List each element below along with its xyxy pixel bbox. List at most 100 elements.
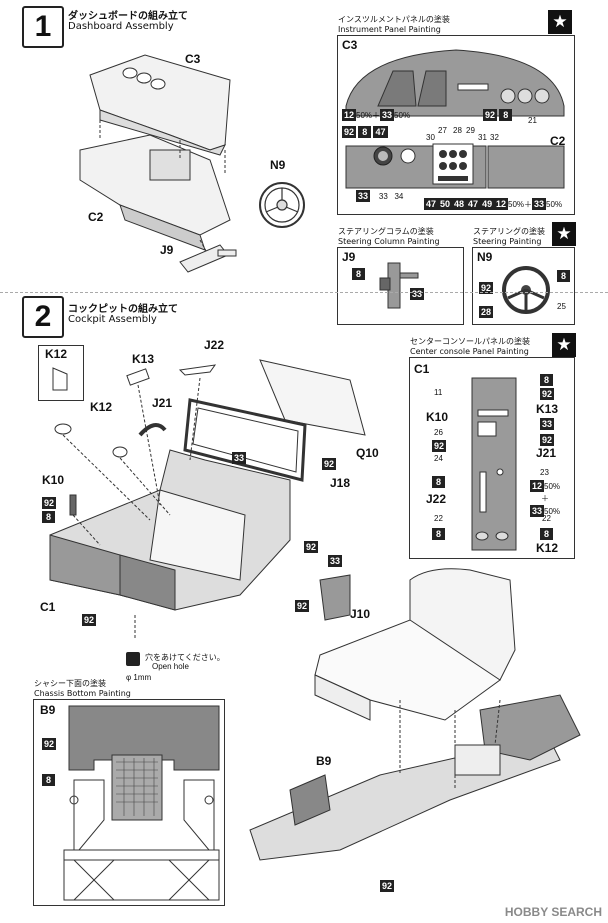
- console-label-k12: K12: [536, 541, 559, 555]
- steering-part: N9: [477, 250, 493, 264]
- center-console-drawing: [471, 377, 517, 551]
- cockpit-color-92-c1: 92: [82, 614, 97, 626]
- part-label-j10: J10: [350, 607, 371, 621]
- steering-column-color-33: 33: [410, 288, 425, 300]
- steering-column-part: J9: [342, 250, 356, 264]
- console-num-22-right: 22: [542, 514, 551, 523]
- instrument-num-21: 21: [528, 116, 537, 125]
- instrument-left-colors: 92 8 47: [342, 126, 388, 138]
- instrument-num-30: 30: [426, 133, 435, 142]
- instrument-num-29: 29: [466, 126, 475, 135]
- cockpit-color-33-j10: 33: [328, 555, 343, 567]
- console-label-k13: K13: [536, 402, 559, 416]
- open-hole-size: φ 1mm: [126, 673, 152, 682]
- console-label-j22: J22: [426, 492, 447, 506]
- console-color-8-br: 8: [540, 528, 553, 540]
- steering-column-color-8: 8: [352, 268, 365, 280]
- center-console-title-jp: センターコンソールパネルの塗装: [410, 337, 530, 346]
- paint-star-icon: ★: [548, 10, 572, 34]
- part-label-j9: J9: [160, 243, 174, 257]
- steering-num-25: 25: [557, 302, 566, 311]
- console-label-j21: J21: [536, 446, 557, 460]
- paint-star-icon: ★: [552, 333, 576, 357]
- steering-color-8: 8: [557, 270, 570, 282]
- cockpit-color-92-side: 92: [304, 541, 319, 553]
- chassis-assembly-drawing: [249, 568, 581, 861]
- dashboard-assembly-drawing: [79, 54, 305, 273]
- instrument-panel-title-jp: インスツルメントパネルの塗装: [338, 15, 450, 24]
- k12-part-drawing: [52, 367, 68, 391]
- console-num-11: 11: [434, 388, 443, 397]
- chassis-bottom-title-en: Chassis Bottom Painting: [34, 689, 131, 698]
- console-num-23: 23: [540, 468, 549, 477]
- part-label-j21: J21: [152, 396, 173, 410]
- part-label-j18: J18: [330, 476, 351, 490]
- chassis-color-92: 92: [42, 738, 57, 750]
- steering-column-title-jp: ステアリングコラムの塗装: [338, 227, 434, 236]
- step-1-number: 1: [22, 6, 64, 48]
- instrument-panel-drawing: [345, 49, 565, 189]
- console-color-8-bl: 8: [432, 528, 445, 540]
- part-label-q10: Q10: [356, 446, 379, 460]
- instrument-num-27: 27: [438, 126, 447, 135]
- instrument-num-32: 32: [490, 133, 499, 142]
- instrument-panel-title-en: Instrument Panel Painting: [338, 25, 441, 34]
- console-color-92-left: 92: [432, 440, 447, 452]
- steering-column-title-en: Steering Column Painting: [338, 237, 440, 246]
- chassis-part-b9: B9: [40, 703, 56, 717]
- steering-box: N9 8 92 28 25: [472, 247, 575, 325]
- k12-box-label: K12: [45, 347, 68, 361]
- k12-detail-box: K12: [38, 345, 84, 401]
- part-label-k12: K12: [90, 400, 113, 414]
- console-color-33: 33: [540, 418, 555, 430]
- console-color-8-left: 8: [432, 476, 445, 488]
- steering-title-jp: ステアリングの塗装: [473, 227, 545, 236]
- step-divider: [0, 292, 608, 293]
- part-label-k10: K10: [42, 473, 65, 487]
- chassis-main-label-b9: B9: [316, 754, 332, 768]
- console-color-8-top: 8: [540, 374, 553, 386]
- step-2-number: 2: [22, 296, 64, 338]
- cockpit-color-33: 33: [232, 452, 247, 464]
- steering-drawing: [502, 266, 550, 314]
- console-color-92-right: 92: [540, 434, 555, 446]
- part-label-n9: N9: [270, 158, 286, 172]
- steering-column-drawing: [379, 262, 419, 309]
- cockpit-assembly-drawing: [49, 359, 366, 640]
- cockpit-color-92-k10: 92: [42, 497, 57, 509]
- cockpit-color-92-frame: 92: [322, 458, 337, 470]
- steering-color-28: 28: [479, 306, 494, 318]
- part-label-k13: K13: [132, 352, 155, 366]
- instrument-colors-topright: 92 8: [483, 109, 513, 121]
- instrument-num-31: 31: [478, 133, 487, 142]
- hobby-search-watermark: HOBBY SEARCH: [504, 905, 602, 919]
- paint-star-icon: ★: [552, 222, 576, 246]
- part-label-j22: J22: [204, 338, 225, 352]
- chassis-bottom-drawing: [63, 705, 220, 901]
- center-console-title-en: Center console Panel Painting: [410, 347, 529, 356]
- cockpit-color-92-j10: 92: [295, 600, 310, 612]
- step-2-title-en: Cockpit Assembly: [68, 314, 157, 325]
- console-part-c1: C1: [414, 362, 430, 376]
- part-label-c1: C1: [40, 600, 56, 614]
- part-label-c2: C2: [88, 210, 104, 224]
- step-1-title-jp: ダッシュボードの組み立て: [68, 11, 188, 22]
- step-2-title-jp: コックピットの組み立て: [68, 304, 178, 315]
- console-label-k10: K10: [426, 410, 449, 424]
- console-color-92-top: 92: [540, 388, 555, 400]
- instrument-num-28: 28: [453, 126, 462, 135]
- chassis-bottom-box: B9 92 8: [33, 699, 225, 906]
- open-hole-en: Open hole: [152, 662, 189, 671]
- console-num-22-left: 22: [434, 514, 443, 523]
- step-1-title-en: Dashboard Assembly: [68, 21, 174, 32]
- steering-color-92: 92: [479, 282, 494, 294]
- instrument-bottom-nums: 33 33 34: [356, 190, 404, 202]
- chassis-main-color-92: 92: [380, 880, 395, 892]
- part-label-c3: C3: [185, 52, 201, 66]
- steering-column-box: J9 8 33: [337, 247, 464, 325]
- center-console-box: C1 8 11 92 K13 K10 33 26 92 92 J21 24 23…: [409, 357, 575, 559]
